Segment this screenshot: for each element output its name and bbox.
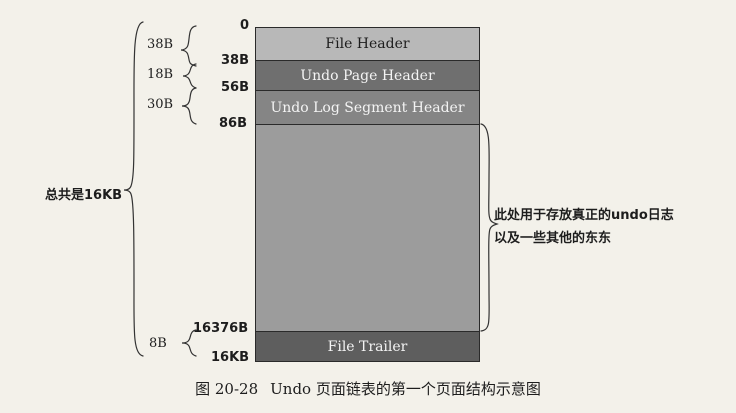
file-header-label: File Header xyxy=(325,36,410,52)
offset-label: 38B xyxy=(221,53,249,68)
size-label: 38B xyxy=(147,37,174,52)
brace-8b xyxy=(181,329,197,357)
brace-body xyxy=(480,123,499,332)
undo-log-segment-header-label: Undo Log Segment Header xyxy=(270,99,465,116)
brace-38b xyxy=(180,25,197,67)
offset-label: 86B xyxy=(219,116,247,131)
offset-label: 56B xyxy=(221,80,249,95)
description-line: 此处用于存放真正的undo日志 xyxy=(494,208,674,223)
brace-30b xyxy=(181,87,197,125)
undo-log-segment-header-block: Undo Log Segment Header xyxy=(255,90,480,125)
offset-label: 0 xyxy=(240,18,250,33)
file-trailer-label: File Trailer xyxy=(327,338,408,355)
total-size-label: 总共是16KB xyxy=(45,188,123,203)
size-label: 18B xyxy=(147,67,174,82)
file-header-block: File Header xyxy=(255,27,480,61)
figure-caption: 图 20-28 Undo 页面链表的第一个页面结构示意图 xyxy=(0,378,736,399)
offset-label: 16376B xyxy=(193,321,249,336)
offset-label: 16KB xyxy=(211,350,250,365)
body-description: 此处用于存放真正的undo日志 以及一些其他的东东 xyxy=(494,204,674,250)
file-trailer-block: File Trailer xyxy=(255,331,480,362)
brace-total xyxy=(123,21,144,357)
size-label: 30B xyxy=(147,97,174,112)
size-label: 8B xyxy=(149,336,167,351)
undo-page-header-label: Undo Page Header xyxy=(300,67,435,84)
description-line: 以及一些其他的东东 xyxy=(494,231,612,246)
brace-18b xyxy=(182,63,197,89)
caption-text: Undo 页面链表的第一个页面结构示意图 xyxy=(270,380,541,398)
caption-number: 图 20-28 xyxy=(195,380,259,398)
